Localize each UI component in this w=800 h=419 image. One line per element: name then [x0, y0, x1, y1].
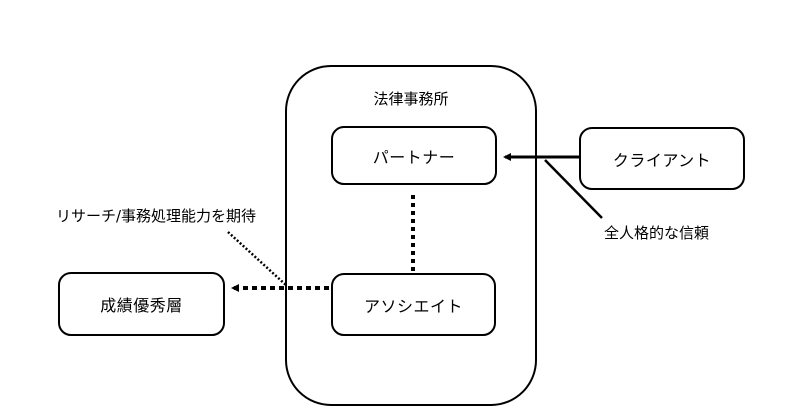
law-firm-container: [285, 65, 537, 406]
client-label: クライアント: [612, 150, 712, 170]
top-students-node: 成績優秀層: [58, 272, 225, 336]
client-node: クライアント: [579, 127, 745, 190]
research-leader-line: [227, 231, 288, 287]
trust-leader-line: [544, 159, 603, 219]
associate-label: アソシエイト: [363, 296, 463, 316]
associate-node: アソシエイト: [331, 273, 496, 336]
full-trust-label: 全人格的な信頼: [604, 224, 710, 242]
partner-label: パートナー: [372, 147, 456, 167]
research-expectation-label: リサーチ/事務処理能力を期待: [56, 207, 257, 225]
top-students-label: 成績優秀層: [100, 296, 183, 315]
law-firm-title: 法律事務所: [373, 90, 449, 108]
partner-node: パートナー: [331, 126, 497, 185]
